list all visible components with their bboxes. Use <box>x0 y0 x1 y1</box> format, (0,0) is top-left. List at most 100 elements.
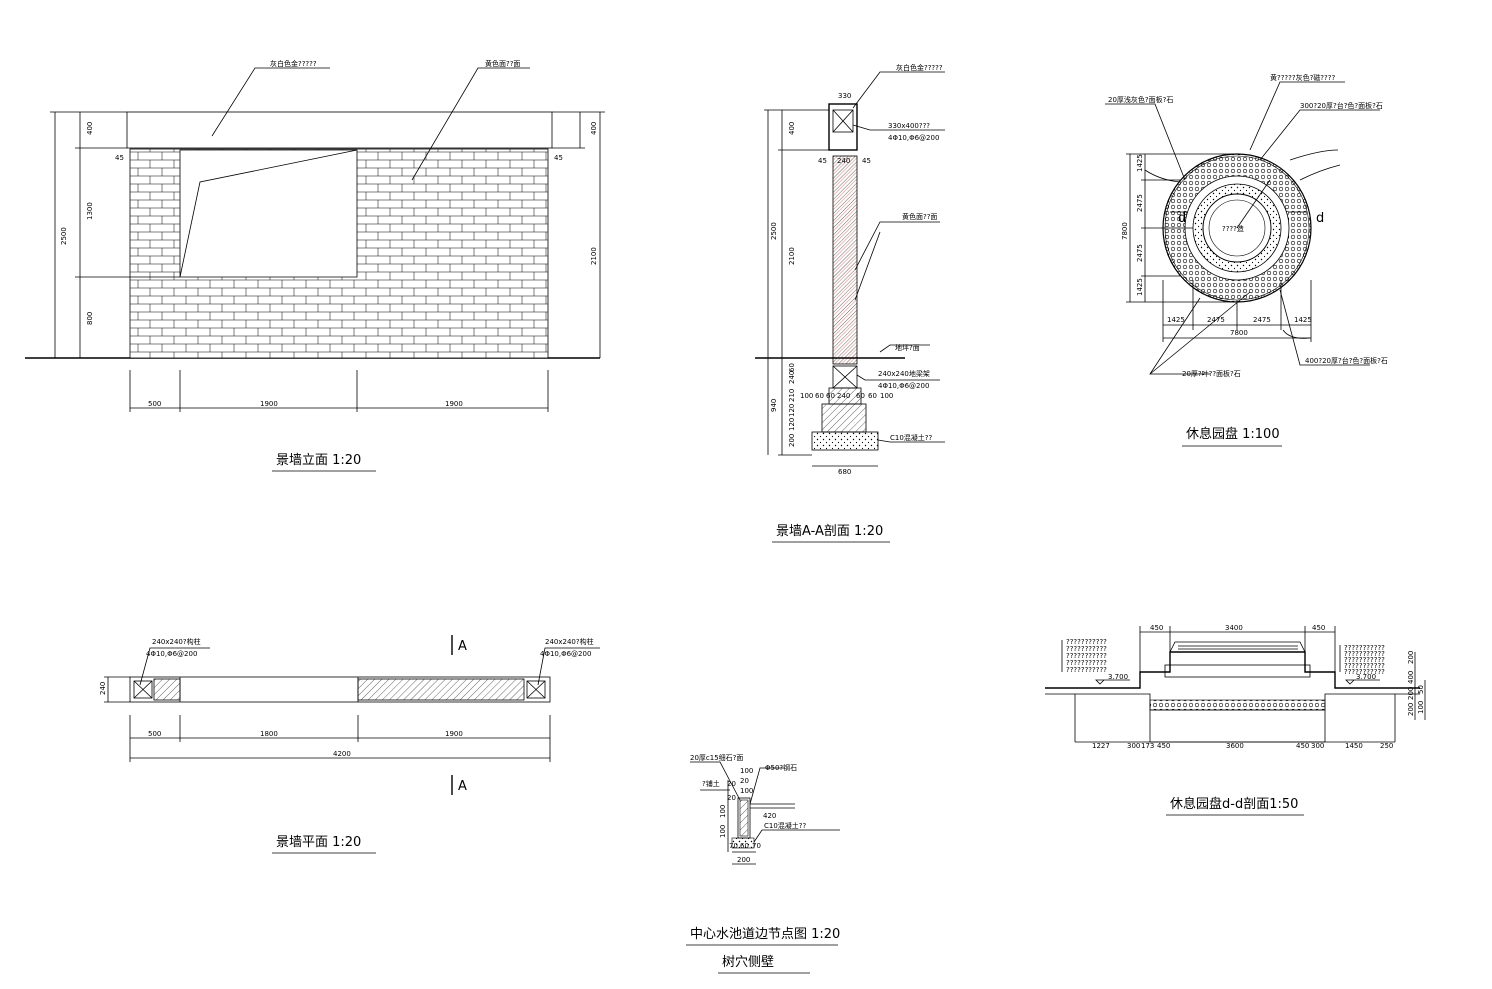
plan-dim-3: 4200 <box>333 750 351 758</box>
plan-callout-rebar-right: 4Φ10,Φ6@200 <box>540 650 591 658</box>
psec-dim-r-4: 50 <box>1417 685 1425 694</box>
dim-right-1: 2100 <box>590 247 598 265</box>
dim-120a: 120 <box>788 404 796 417</box>
plaza-section: 450 3400 450 1227 300 173 450 3600 450 3… <box>1045 624 1426 816</box>
plan-dim-0: 500 <box>148 730 161 738</box>
pit-callout-0: 20厚c15细石?面 <box>690 753 743 762</box>
psec-callout-l-3: ??????????? <box>1066 659 1107 667</box>
plan-callout-col-right: 240x240?构柱 <box>545 637 594 646</box>
pit-callout-1: ?铺土 <box>702 779 720 788</box>
psec-callout-l-1: ??????????? <box>1066 645 1107 653</box>
psec-dim-bot-8: 250 <box>1380 742 1393 750</box>
psec-dim-bot-5: 450 <box>1296 742 1309 750</box>
plaza-callout-4: 400?20厚?台?色?面板?石 <box>1305 356 1388 365</box>
tree-pit-title: 中心水池道边节点图 1:20 <box>690 927 840 942</box>
psec-elev-left: 3.700 <box>1108 673 1128 681</box>
plaza-callout-0: 黄?????灰色?磁???? <box>1270 73 1335 82</box>
psec-dim-bot-1: 300 <box>1127 742 1140 750</box>
plan-callout-rebar-left: 4Φ10,Φ6@200 <box>146 650 197 658</box>
section-callout-rebar2: 4Φ10,Φ6@200 <box>878 382 929 390</box>
plaza-dim-v-3: 1425 <box>1136 278 1144 296</box>
section-callout-cap: 灰白色金????? <box>896 63 943 72</box>
dim-200: 200 <box>788 434 796 447</box>
dim-2500: 2500 <box>770 222 778 240</box>
psec-callout-r-2: ??????????? <box>1344 656 1385 664</box>
psec-callout-r-0: ??????????? <box>1344 644 1385 652</box>
section-mark-d-right: d <box>1316 211 1324 226</box>
dim-210: 210 <box>788 389 796 402</box>
psec-dim-top-1: 3400 <box>1225 624 1243 632</box>
plaza-callout-1: 20厚浅灰色?面板?石 <box>1108 95 1173 104</box>
section-callout-grade-beam: 240x240地梁架 <box>878 369 930 378</box>
wall-section: 330 400 45 240 45 2500 2100 60 240 940 2… <box>755 63 945 543</box>
dim-right-0: 400 <box>590 122 598 135</box>
psec-callout-r-3: ??????????? <box>1344 662 1385 670</box>
pit-dim-1: 20 <box>740 777 749 785</box>
tree-pit-subtitle: 树穴侧壁 <box>722 955 774 970</box>
pit-dim-4: 20 <box>727 794 736 802</box>
dim-400: 400 <box>788 122 796 135</box>
plaza-dim-h-1: 2475 <box>1207 316 1225 324</box>
psec-dim-bot-0: 1227 <box>1092 742 1110 750</box>
dim-940: 940 <box>770 399 778 412</box>
dim-240b: 240 <box>788 371 796 384</box>
psec-dim-r-2: 200 <box>1407 687 1415 700</box>
dim-left-3: 2500 <box>60 227 68 245</box>
dim-side-right: 45 <box>554 154 563 162</box>
psec-callout-l-0: ??????????? <box>1066 638 1107 646</box>
plaza-dim-v-2: 2475 <box>1136 244 1144 262</box>
plaza-dim-v-4: 7800 <box>1121 222 1129 240</box>
psec-dim-bot-2: 173 <box>1141 742 1154 750</box>
section-callout-ground: 地坪?面 <box>895 343 920 352</box>
rest-plaza-plan-title: 休息园盘 1:100 <box>1186 426 1280 442</box>
psec-dim-r-0: 200 <box>1407 651 1415 664</box>
rest-plaza-plan: ????造 d d 黄?????灰色?磁???? 20厚浅灰色?面板?石 300… <box>1105 73 1388 447</box>
dim-45b: 45 <box>862 157 871 165</box>
pit-dim-10: 70 <box>752 842 761 850</box>
dim-330: 330 <box>838 92 851 100</box>
section-callout-concrete: C10混凝土?? <box>890 433 933 442</box>
dim-2100: 2100 <box>788 247 796 265</box>
section-callout-beam: 330x400??? <box>888 122 930 130</box>
plan-dim-240: 240 <box>99 682 107 695</box>
wall-plan-title: 景墙平面 1:20 <box>276 835 361 850</box>
dim-bottom-0: 500 <box>148 400 161 408</box>
dim-680: 680 <box>838 468 851 476</box>
dim-100b: 100 <box>880 392 893 400</box>
plaza-dim-v-0: 1425 <box>1136 154 1144 172</box>
plaza-callout-2: 300?20厚?台?色?面板?石 <box>1300 101 1383 110</box>
plaza-dim-h-2: 2475 <box>1253 316 1271 324</box>
psec-dim-bot-6: 300 <box>1311 742 1324 750</box>
pit-dim-6: 100 <box>719 825 727 838</box>
section-mark-d-left: d <box>1178 211 1186 226</box>
pit-dim-8: 70 <box>729 842 738 850</box>
plaza-dim-h-3: 1425 <box>1294 316 1312 324</box>
pit-dim-0: 100 <box>740 767 753 775</box>
pit-dim-3: 100 <box>740 787 753 795</box>
dim-45a: 45 <box>818 157 827 165</box>
psec-dim-r-1: 400 <box>1407 671 1415 684</box>
plan-dim-1: 1800 <box>260 730 278 738</box>
pit-callout-3: C10混凝土?? <box>764 821 807 830</box>
psec-dim-bot-7: 1450 <box>1345 742 1363 750</box>
dim-60c: 60 <box>856 392 865 400</box>
psec-callout-r-4: ??????????? <box>1344 668 1385 676</box>
plan-callout-col-left: 240x240?构柱 <box>152 637 201 646</box>
psec-callout-l-4: ??????????? <box>1066 666 1107 674</box>
dim-left-1: 1300 <box>86 202 94 220</box>
plaza-dim-h-4: 7800 <box>1230 329 1248 337</box>
pit-dim-7: 420 <box>763 812 776 820</box>
psec-callout-r-1: ??????????? <box>1344 650 1385 658</box>
plan-dim-2: 1900 <box>445 730 463 738</box>
plaza-dim-h-0: 1425 <box>1167 316 1185 324</box>
psec-callout-l-2: ??????????? <box>1066 652 1107 660</box>
pit-dim-5: 100 <box>719 805 727 818</box>
pit-dim-9: 60 <box>740 842 749 850</box>
plaza-center-label: ????造 <box>1222 224 1244 233</box>
tree-pit-detail: 20厚c15细石?面 ?铺土 Φ50?钢石 C10混凝土?? 100 20 20… <box>686 753 840 974</box>
dim-bottom-2: 1900 <box>445 400 463 408</box>
dim-left-2: 800 <box>86 312 94 325</box>
section-callout-rebar: 4Φ10,Φ6@200 <box>888 134 939 142</box>
plan-section-mark-top: A <box>458 639 467 654</box>
callout-cap: 灰白色金????? <box>270 59 317 68</box>
